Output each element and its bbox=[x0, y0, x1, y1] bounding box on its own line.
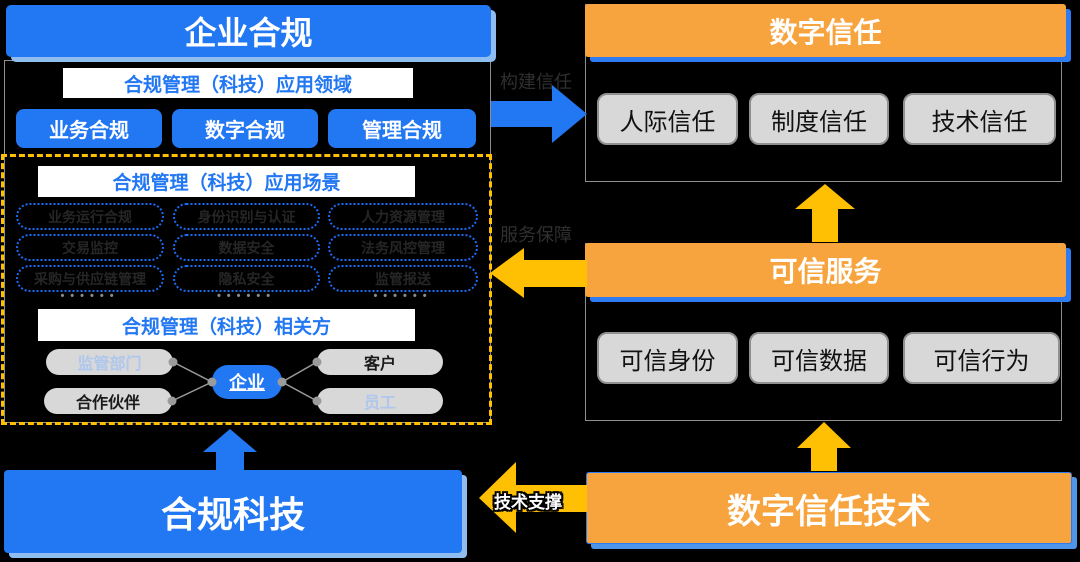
scenario-pill: 数据安全 bbox=[173, 234, 320, 261]
scenario-ellipsis: •••••• bbox=[60, 290, 120, 302]
service-item-trusted-identity: 可信身份 bbox=[597, 332, 738, 384]
digital-trust-tech-box: 数字信任技术 bbox=[586, 472, 1072, 544]
service-item-trusted-behavior: 可信行为 bbox=[903, 332, 1060, 384]
scenario-pill: 监管报送 bbox=[328, 265, 478, 292]
digital-trust-header: 数字信任 bbox=[585, 4, 1066, 57]
enterprise-compliance-header: 企业合规 bbox=[6, 5, 491, 57]
trusted-services-header: 可信服务 bbox=[585, 243, 1066, 297]
scenario-pill: 交易监控 bbox=[16, 234, 164, 261]
scenario-pill: 法务风控管理 bbox=[328, 234, 478, 261]
scenario-ellipsis: •••••• bbox=[373, 290, 433, 302]
arrow-up-digital-trust-tech bbox=[797, 422, 851, 471]
scenario-pill: 采购与供应链管理 bbox=[16, 265, 164, 292]
scenario-pill: 业务运行合规 bbox=[16, 203, 164, 230]
label-tech-support: 技术支撑 bbox=[494, 492, 562, 512]
arrow-up-compliance-tech bbox=[203, 429, 257, 470]
label-build-trust: 构建信任 bbox=[500, 72, 572, 92]
domain-business-compliance: 业务合规 bbox=[16, 109, 162, 148]
application-scenarios-title: 合规管理（科技）应用场景 bbox=[38, 166, 415, 197]
compliance-tech-box: 合规科技 bbox=[4, 470, 462, 553]
scenario-pill: 人力资源管理 bbox=[328, 203, 478, 230]
scenario-pill: 隐私安全 bbox=[173, 265, 320, 292]
scenario-pill: 身份识别与认证 bbox=[173, 203, 320, 230]
domain-management-compliance: 管理合规 bbox=[328, 109, 476, 148]
stakeholder-customer: 客户 bbox=[317, 349, 443, 375]
arrow-up-trusted-services bbox=[795, 184, 855, 242]
trust-item-technical: 技术信任 bbox=[903, 93, 1056, 145]
label-service-guarantee: 服务保障 bbox=[500, 225, 572, 245]
service-item-trusted-data: 可信数据 bbox=[749, 332, 889, 384]
stakeholder-partner: 合作伙伴 bbox=[44, 388, 172, 414]
stakeholder-employee: 员工 bbox=[317, 388, 443, 414]
domain-digital-compliance: 数字合规 bbox=[172, 109, 318, 148]
arrow-left-service-guarantee bbox=[490, 248, 587, 298]
trust-item-interpersonal: 人际信任 bbox=[597, 93, 738, 145]
trust-item-institutional: 制度信任 bbox=[749, 93, 889, 145]
scenario-ellipsis: •••••• bbox=[216, 290, 277, 302]
stakeholder-enterprise-center: 企业 bbox=[212, 365, 282, 399]
application-domains-title: 合规管理（科技）应用领域 bbox=[63, 68, 413, 98]
stakeholder-regulator: 监管部门 bbox=[46, 349, 173, 375]
stakeholders-title: 合规管理（科技）相关方 bbox=[38, 309, 415, 341]
